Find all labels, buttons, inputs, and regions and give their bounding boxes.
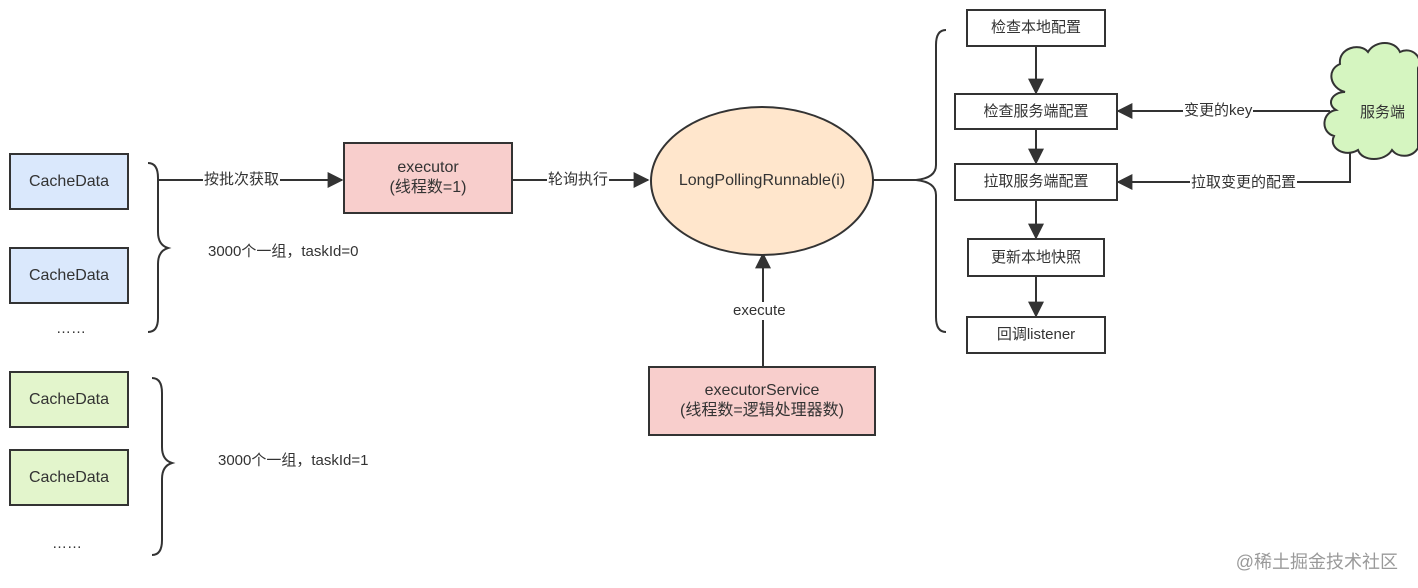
- group0-brace: [147, 162, 172, 333]
- cache-data-label: CacheData: [28, 390, 110, 408]
- step-label: 更新本地快照: [990, 248, 1081, 266]
- step-label: 回调listener: [996, 326, 1076, 343]
- long-polling-runnable-label: LongPollingRunnable(i): [678, 172, 846, 189]
- cache-data-label: CacheData: [28, 172, 110, 190]
- edge-label-pull-changed: 拉取变更的配置: [1190, 174, 1298, 192]
- steps-brace: [915, 29, 947, 333]
- group0-label: 3000个一组，taskId=0: [208, 243, 359, 260]
- executor-service-box: executorService (线程数=逻辑处理器数): [648, 366, 876, 436]
- executor-service-subtitle: (线程数=逻辑处理器数): [679, 402, 844, 419]
- cache-data-g0-2: CacheData: [9, 247, 129, 304]
- edge-label-changed-key: 变更的key: [1183, 102, 1254, 120]
- step-label: 检查服务端配置: [983, 102, 1089, 120]
- cache-data-label: CacheData: [28, 468, 110, 486]
- group1-brace: [151, 377, 176, 556]
- cache-data-g0-1: CacheData: [9, 153, 129, 210]
- server-label: 服务端: [1360, 104, 1406, 121]
- step-check-server-config: 检查服务端配置: [954, 93, 1118, 130]
- step-label: 拉取服务端配置: [983, 173, 1089, 190]
- cache-data-g1-1: CacheData: [9, 371, 129, 428]
- executor-box: executor (线程数=1): [343, 142, 513, 214]
- executor-subtitle: (线程数=1): [389, 179, 467, 196]
- watermark: @稀土掘金技术社区: [1235, 552, 1398, 572]
- edge-label-batch-fetch: 按批次获取: [203, 171, 281, 189]
- edge-label-execute: execute: [732, 302, 787, 320]
- cache-data-label: CacheData: [28, 266, 110, 284]
- edge-label-poll-exec: 轮询执行: [547, 171, 610, 189]
- group0-ellipsis: ……: [56, 320, 86, 337]
- executor-title: executor: [397, 159, 459, 176]
- step-update-local-snapshot: 更新本地快照: [967, 238, 1105, 277]
- step-callback-listener: 回调listener: [966, 316, 1106, 354]
- step-pull-server-config: 拉取服务端配置: [954, 163, 1118, 201]
- cache-data-g1-2: CacheData: [9, 449, 129, 506]
- step-label: 检查本地配置: [990, 19, 1081, 36]
- group1-label: 3000个一组，taskId=1: [218, 452, 369, 469]
- step-check-local-config: 检查本地配置: [966, 9, 1106, 47]
- server-cloud: [1323, 42, 1418, 160]
- long-polling-runnable-ellipse: LongPollingRunnable(i): [650, 106, 874, 256]
- group1-ellipsis: ……: [52, 535, 82, 552]
- executor-service-title: executorService: [704, 382, 820, 399]
